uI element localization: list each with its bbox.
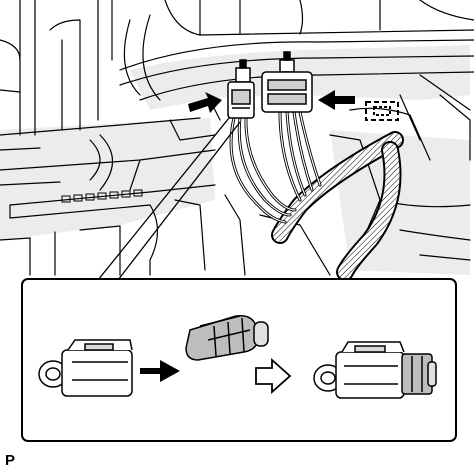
filled-arrow-icon (318, 90, 355, 110)
dashed-clip-icon (365, 101, 399, 121)
leader-lines (97, 117, 241, 281)
connector-locked (313, 341, 437, 399)
filled-arrow-icon (140, 360, 180, 382)
large-connector-installed (261, 51, 313, 113)
hollow-arrow-icon (255, 357, 292, 395)
vehicle-body-background (0, 0, 474, 276)
filled-arrow-icon (188, 92, 222, 113)
connector-unlocked (38, 339, 133, 397)
wire-harness (229, 110, 404, 281)
detail-inset (21, 278, 457, 442)
small-connector-installed (227, 59, 255, 119)
console-slot-row (61, 189, 143, 203)
connector-lock-piece (185, 314, 269, 361)
figure-code-label: P (5, 452, 16, 469)
